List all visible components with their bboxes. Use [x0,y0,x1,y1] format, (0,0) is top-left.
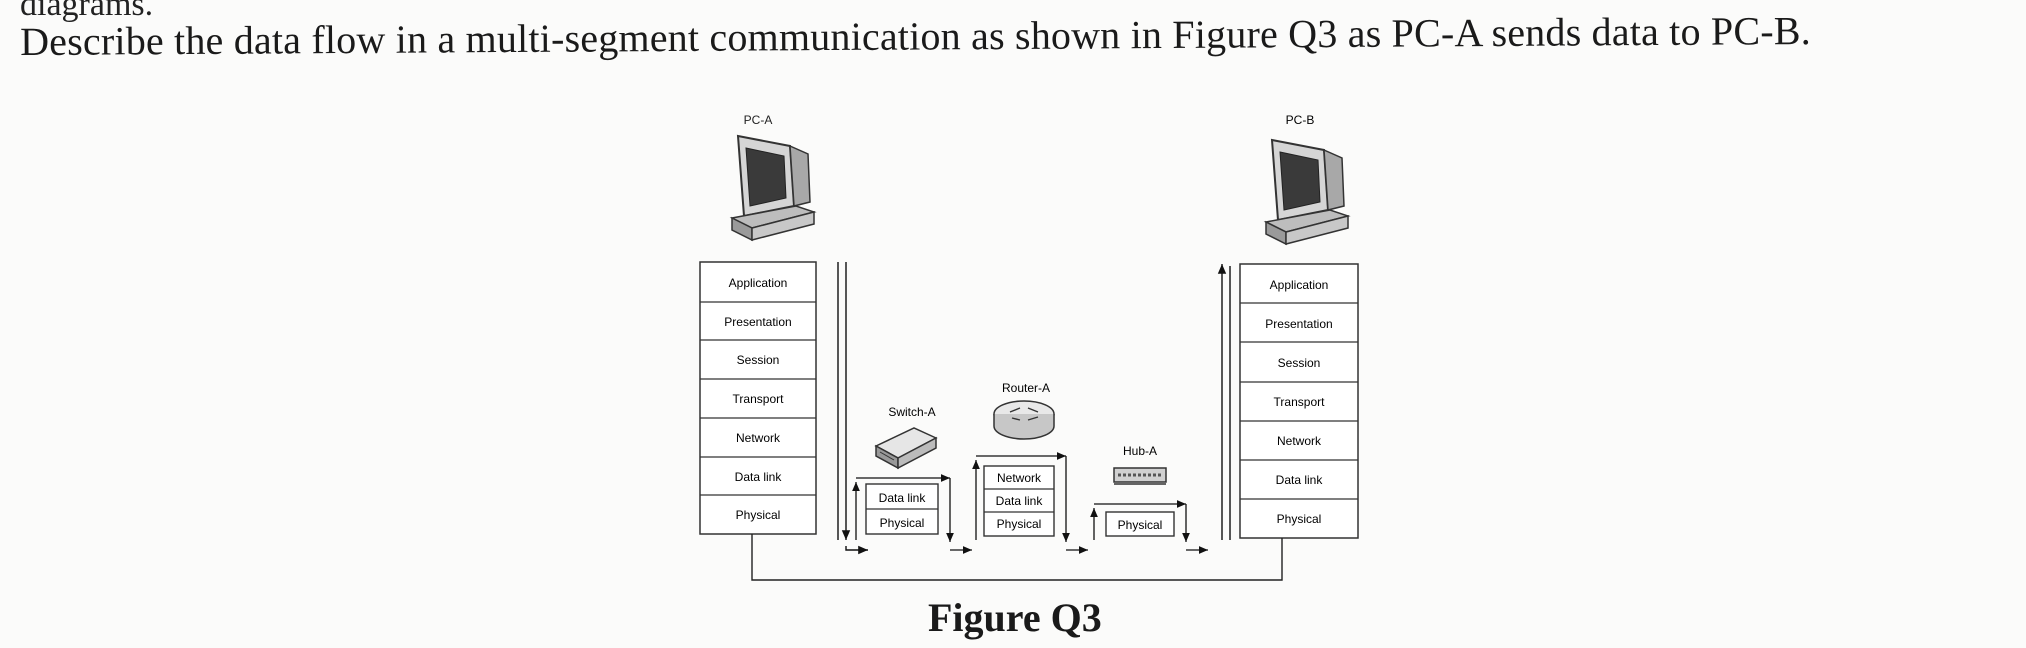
switch-icon [874,427,938,470]
pc-a-stack: Application Presentation Session Transpo… [699,261,817,535]
router-stack: Network Data link Physical [983,465,1055,537]
pc-a-computer-icon [729,134,817,242]
router-icon [993,400,1055,440]
pc-a-down-arrow [837,262,868,555]
pc-b-layer-application: Application [1270,278,1329,292]
switch-layer-data-link: Data link [879,491,927,505]
pc-a-layer-application: Application [729,276,788,290]
pc-b-computer-icon [1263,138,1351,246]
pc-b-layer-transport: Transport [1274,395,1326,409]
figure-caption: Figure Q3 [928,595,1102,640]
hub-flow-arrows [1090,500,1208,554]
router-layer-data-link: Data link [996,494,1044,508]
hub-layer-physical: Physical [1118,518,1163,532]
pc-a-layer-session: Session [737,353,780,367]
switch-stack: Data link Physical [865,483,939,535]
pc-a-layer-network: Network [736,431,781,445]
router-layer-physical: Physical [997,517,1042,531]
pc-b-layer-session: Session [1278,356,1321,370]
pc-a-label: PC-A [744,113,773,127]
router-flow-arrows [972,452,1088,554]
router-label: Router-A [1002,381,1050,395]
pc-a-layer-presentation: Presentation [724,315,791,329]
pc-b-up-arrow [1217,264,1231,540]
pc-b-layer-physical: Physical [1277,512,1322,526]
pc-b-layer-presentation: Presentation [1265,317,1332,331]
cut-off-line: diagrams. [20,0,154,23]
hub-label: Hub-A [1123,444,1157,458]
hub-stack: Physical [1105,511,1175,537]
hub-icon [1113,467,1167,485]
pc-a-layer-transport: Transport [733,392,785,406]
pc-b-layer-data-link: Data link [1276,473,1324,487]
network-cable [751,534,1283,581]
pc-b-layer-network: Network [1277,434,1322,448]
switch-layer-physical: Physical [880,516,925,530]
router-layer-network: Network [997,471,1042,485]
pc-b-stack: Application Presentation Session Transpo… [1239,263,1359,539]
switch-label: Switch-A [888,405,935,419]
switch-flow-arrows [852,474,972,554]
pc-a-layer-data-link: Data link [735,470,783,484]
pc-a-layer-physical: Physical [736,508,781,522]
pc-b-label: PC-B [1286,113,1315,127]
